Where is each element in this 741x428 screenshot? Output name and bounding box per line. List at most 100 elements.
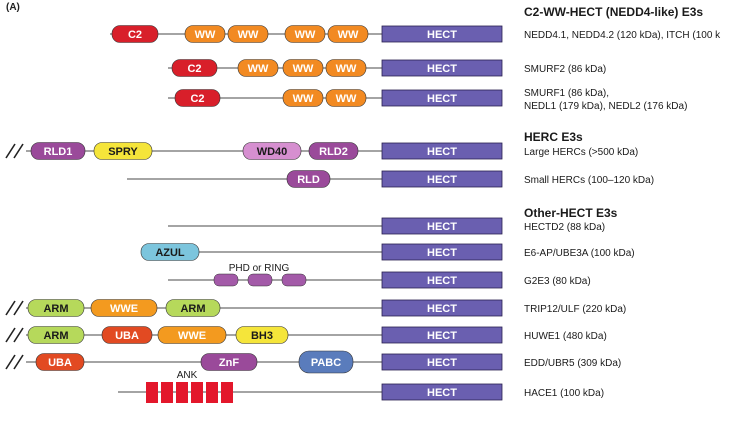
domain-ww: [325, 89, 367, 107]
protein-label: TRIP12/ULF (220 kDa): [524, 304, 626, 315]
domain-ww: [282, 59, 324, 77]
domain-hect: [381, 217, 503, 235]
domain-znf: [200, 353, 258, 371]
domain-phd: [213, 273, 239, 287]
domain-label: HECT: [427, 93, 457, 105]
domain-label: UBA: [48, 357, 72, 369]
domain-label: WWE: [110, 303, 138, 315]
domain-label: C2: [190, 93, 204, 105]
domain-label: HECT: [427, 221, 457, 233]
truncation-break-icon: [5, 143, 26, 159]
domain-ank: [161, 382, 173, 403]
domain-label: HECT: [427, 275, 457, 287]
domain-ank: [191, 382, 203, 403]
domain-label: WWE: [178, 330, 206, 342]
domain-azul: [140, 243, 200, 261]
domain-label: HECT: [427, 330, 457, 342]
protein-label: Small HERCs (100–120 kDa): [524, 175, 654, 186]
domain-label: PABC: [311, 357, 341, 369]
domain-bh3: [235, 326, 289, 344]
protein-row: ARM WWE ARM HECT TRIP12/ULF (220 kDa): [5, 299, 626, 317]
domain-arm: [165, 299, 221, 317]
domain-hect: [381, 170, 503, 188]
domain-label: WW: [238, 29, 259, 41]
domain-label: WW: [195, 29, 216, 41]
domain-wd40: [242, 142, 302, 160]
domain-label: RLD: [297, 174, 320, 186]
domain-label: HECT: [427, 63, 457, 75]
domain-label: ARM: [180, 303, 205, 315]
domain-ww: [327, 25, 369, 43]
panel-label: (A): [6, 2, 20, 13]
domain-hect: [381, 243, 503, 261]
domain-ww: [284, 25, 326, 43]
domain-ww: [184, 25, 226, 43]
domain-phd: [281, 273, 307, 287]
protein-label: NEDD4.1, NEDD4.2 (120 kDa), ITCH (100 k: [524, 30, 721, 41]
domain-rld2: [308, 142, 359, 160]
domain-label: RLD1: [44, 146, 73, 158]
truncation-break-icon: [5, 327, 26, 343]
protein-label: HUWE1 (480 kDa): [524, 331, 607, 342]
domain-hect: [381, 326, 503, 344]
domain-phd: [247, 273, 273, 287]
domain-ank: [221, 382, 233, 403]
domain-label: C2: [187, 63, 201, 75]
domain-label: HECT: [427, 357, 457, 369]
domain-ww: [237, 59, 279, 77]
domain-hect: [381, 89, 503, 107]
domain-label: HECT: [427, 29, 457, 41]
domain-c2: [174, 89, 221, 107]
domain-label: HECT: [427, 146, 457, 158]
protein-label: HECTD2 (88 kDa): [524, 222, 605, 233]
protein-row: PHD or RING HECT G2E3 (80 kDa): [168, 263, 591, 289]
domain-label: HECT: [427, 387, 457, 399]
domain-label: WW: [293, 63, 314, 75]
domain-ank: [176, 382, 188, 403]
domain-ww: [227, 25, 269, 43]
truncation-break-icon: [5, 354, 26, 370]
domain-label: RLD2: [319, 146, 348, 158]
domain-label: HECT: [427, 174, 457, 186]
domain-label: ARM: [43, 303, 68, 315]
domain-arm: [27, 299, 85, 317]
section-heading-nedd4: C2-WW-HECT (NEDD4-like) E3s: [524, 5, 703, 19]
truncation-break-icon: [5, 300, 26, 316]
domain-label: WW: [336, 63, 357, 75]
protein-label: SMURF1 (86 kDa),: [524, 88, 609, 99]
domain-hect: [381, 383, 503, 401]
domain-label: WW: [293, 93, 314, 105]
protein-row: HECT HECTD2 (88 kDa): [168, 217, 605, 235]
domain-label: HECT: [427, 247, 457, 259]
domain-hect: [381, 25, 503, 43]
domain-ank: [146, 382, 158, 403]
domain-label: WW: [336, 93, 357, 105]
domain-rld1: [30, 142, 86, 160]
protein-label-line2: NEDL1 (179 kDa), NEDL2 (176 kDa): [524, 101, 687, 112]
protein-label: SMURF2 (86 kDa): [524, 64, 606, 75]
protein-row: RLD HECT Small HERCs (100–120 kDa): [127, 170, 654, 188]
phd-ring-annotation: PHD or RING: [229, 263, 290, 274]
domain-hect: [381, 299, 503, 317]
domain-rld: [286, 170, 331, 188]
ank-annotation: ANK: [177, 370, 198, 381]
domain-label: BH3: [251, 330, 273, 342]
domain-label: WW: [295, 29, 316, 41]
section-heading-herc: HERC E3s: [524, 130, 583, 144]
domain-ank: [206, 382, 218, 403]
protein-label: E6-AP/UBE3A (100 kDa): [524, 248, 635, 259]
domain-hect: [381, 353, 503, 371]
domain-wwe: [90, 299, 158, 317]
protein-label: G2E3 (80 kDa): [524, 276, 591, 287]
domain-pabc: [298, 350, 354, 374]
domain-label: HECT: [427, 303, 457, 315]
domain-c2: [111, 25, 159, 43]
domain-hect: [381, 271, 503, 289]
